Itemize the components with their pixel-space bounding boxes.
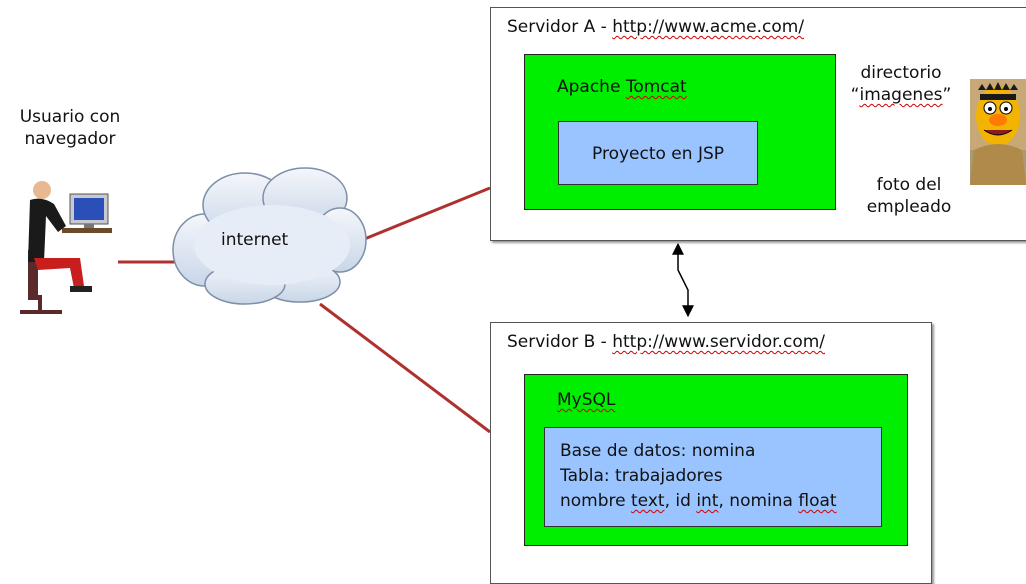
cloud-label: internet [221, 230, 289, 250]
table-columns: nombre text, id int, nomina float [560, 491, 837, 511]
table-name: Tabla: trabajadores [560, 466, 723, 486]
database-name: Base de datos: nomina [560, 441, 756, 461]
link-cloud-server-b [319, 302, 491, 434]
database-details: Base de datos: nomina Tabla: trabajadore… [560, 439, 837, 514]
server-b-title: Servidor B - http://www.servidor.com/ [507, 332, 826, 352]
tomcat-label: Apache Tomcat [557, 77, 687, 97]
server-b-url: http://www.servidor.com/ [612, 332, 826, 352]
user-label: Usuario con navegador [19, 107, 121, 149]
server-a-title: Servidor A - http://www.acme.com/ [507, 17, 805, 37]
link-cloud-server-a [361, 186, 491, 242]
server-a-url: http://www.acme.com/ [612, 17, 805, 37]
photo-caption: foto del empleado [866, 175, 952, 217]
jsp-project-box [558, 121, 758, 185]
jsp-project-label: Proyecto en JSP [592, 144, 724, 164]
arrow-server-a-server-b [672, 242, 694, 318]
database-box [544, 427, 882, 527]
directory-label: directorio “imagenes” [850, 63, 952, 105]
mysql-label: MySQL [557, 390, 616, 410]
